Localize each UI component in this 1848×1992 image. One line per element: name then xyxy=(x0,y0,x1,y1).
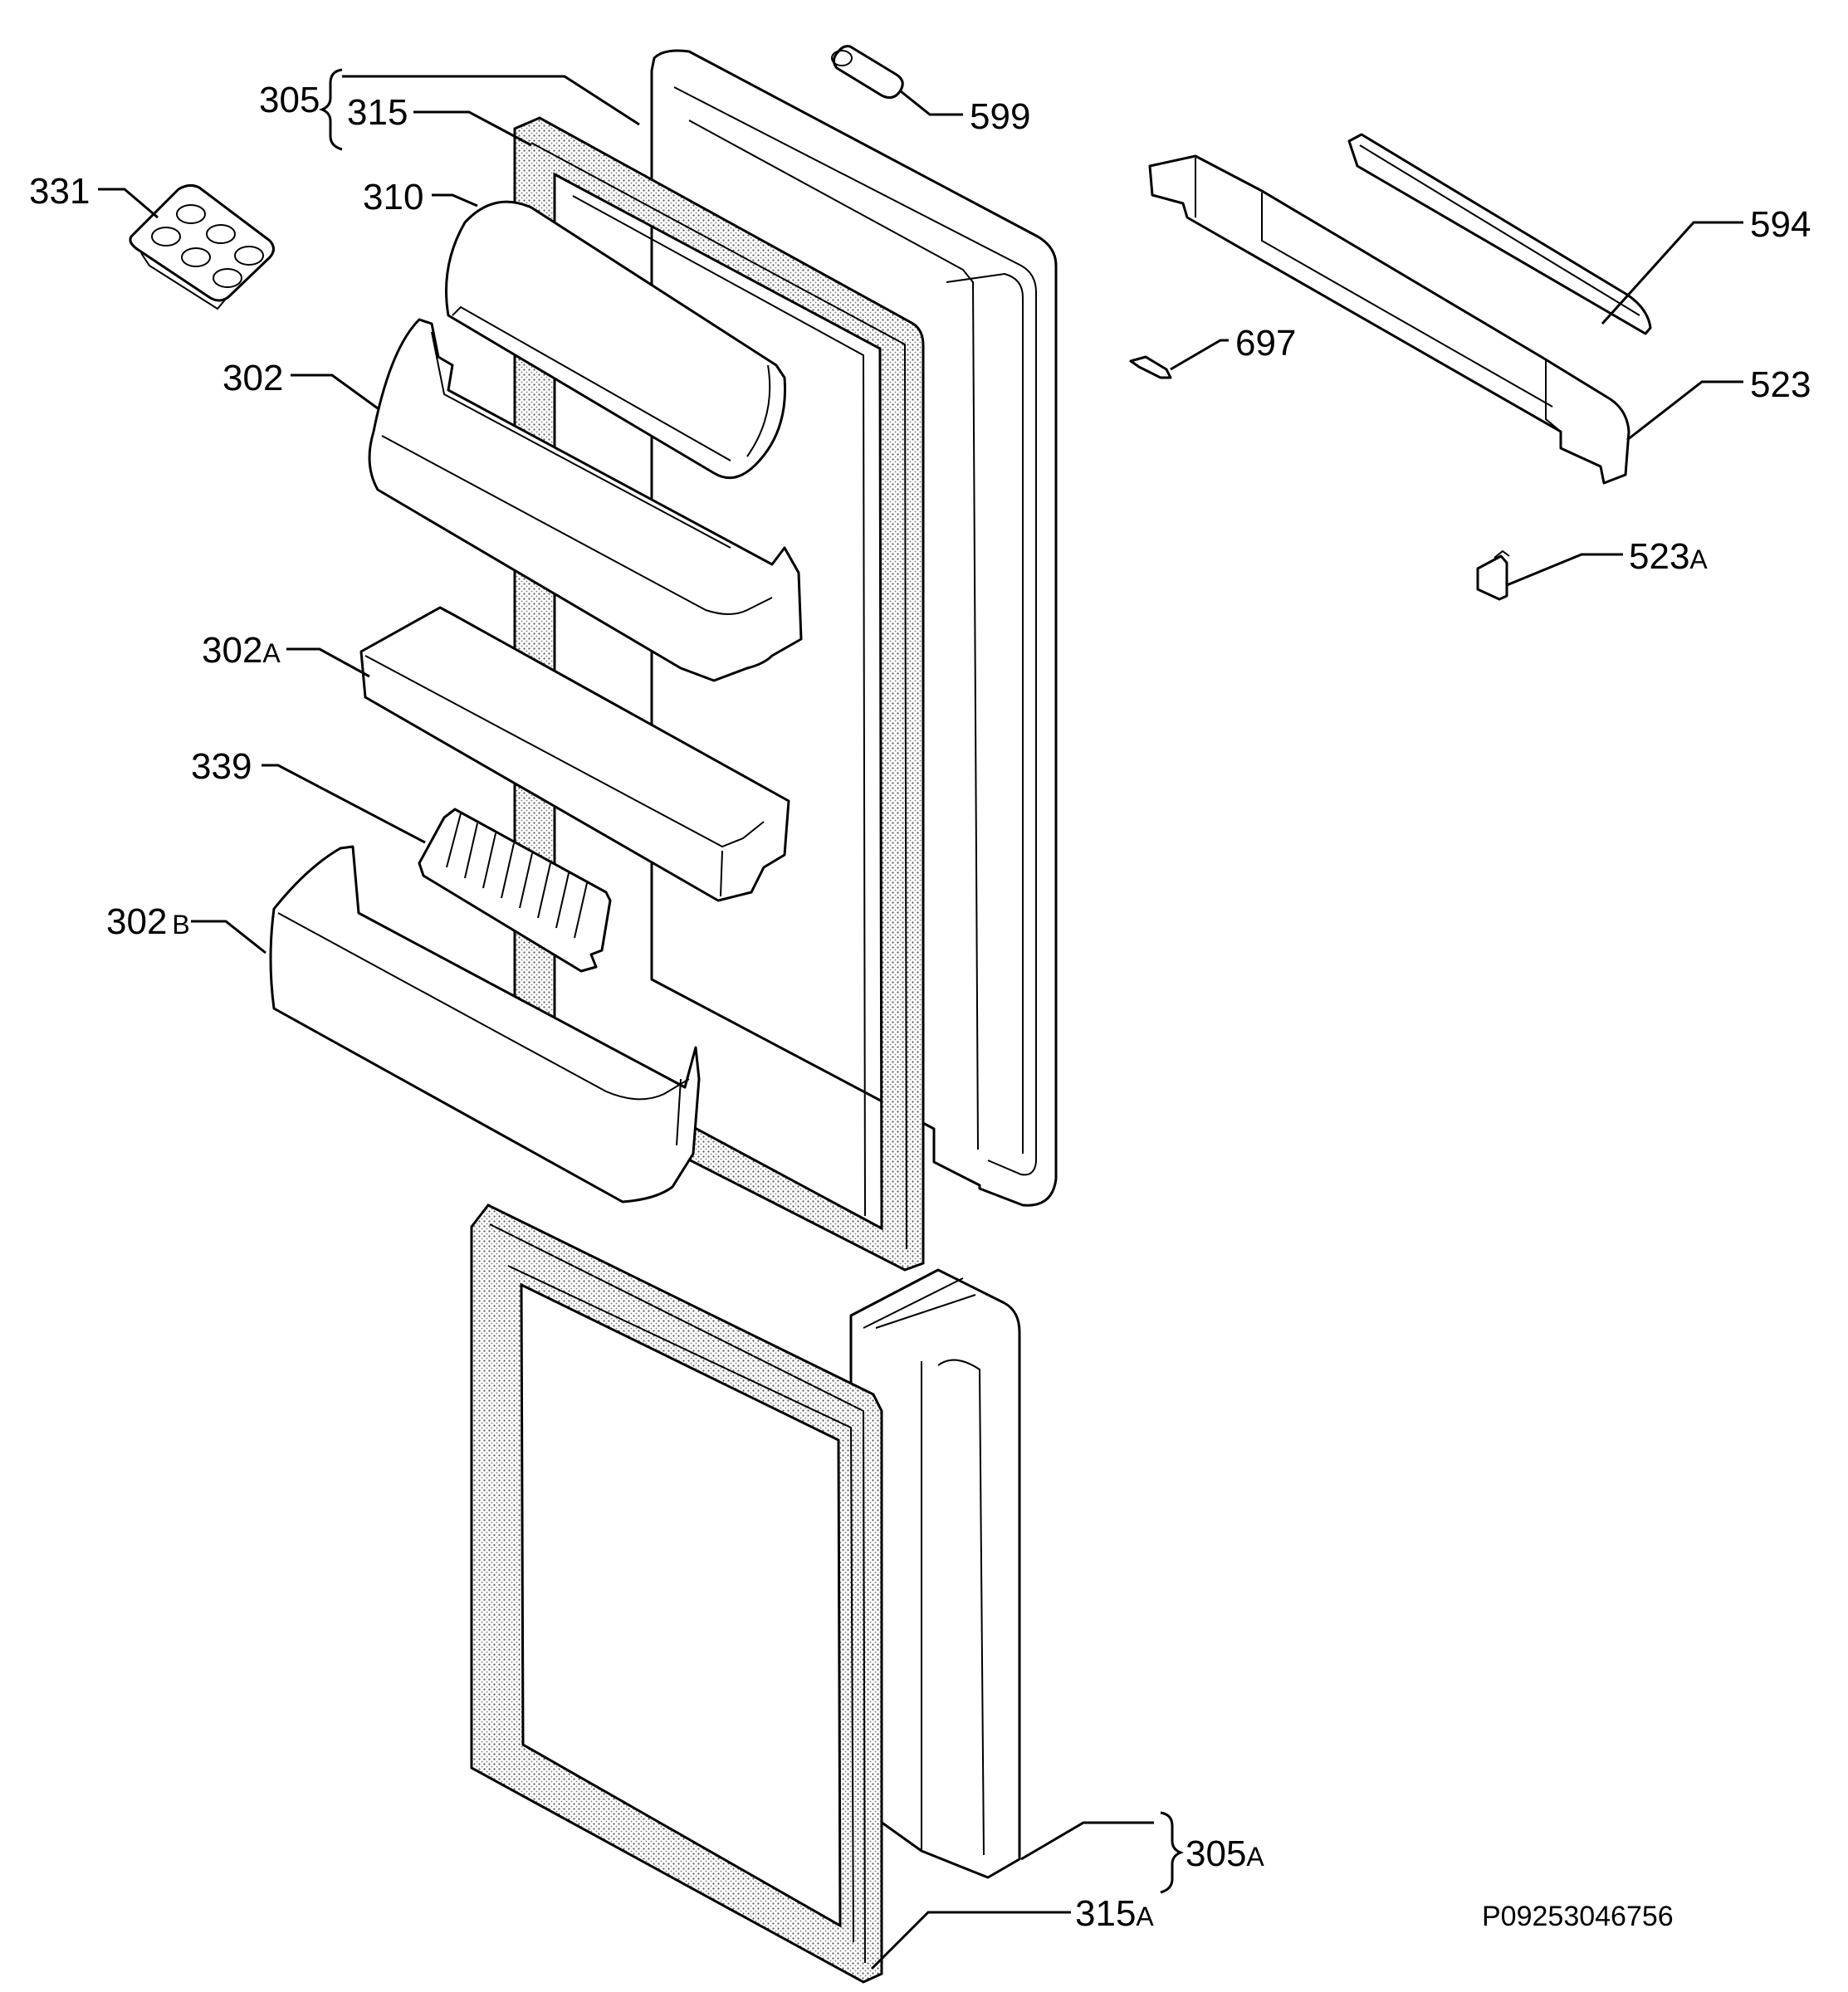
egg-tray-331 xyxy=(129,183,275,310)
label-599: 599 xyxy=(970,96,1030,137)
label-331: 331 xyxy=(29,171,90,212)
clip-697 xyxy=(1129,355,1172,379)
lower-door-gasket xyxy=(470,1204,883,1984)
label-339: 339 xyxy=(191,746,252,787)
diagram-code: P09253046756 xyxy=(1482,1901,1674,1932)
label-594: 594 xyxy=(1750,204,1811,245)
label-315A: 315A xyxy=(1075,1893,1154,1934)
lower-door-panel xyxy=(849,1268,1021,1879)
label-305: 305 xyxy=(259,80,320,120)
cap-part-599 xyxy=(831,45,904,100)
door-shelf-302A xyxy=(359,606,790,902)
label-697: 697 xyxy=(1235,323,1296,364)
end-cap-523A xyxy=(1476,549,1510,601)
dairy-compartment-310 xyxy=(445,200,787,480)
brace-305A xyxy=(1160,1811,1185,1894)
label-302A: 302A xyxy=(202,630,281,671)
upper-door-panel xyxy=(650,49,1058,1207)
door-handle-bar-523 xyxy=(1148,154,1630,485)
leader-lines xyxy=(98,75,1743,1970)
label-315: 315 xyxy=(347,92,408,133)
label-302: 302 xyxy=(222,358,283,398)
door-shelf-302 xyxy=(368,318,803,682)
brace-305 xyxy=(318,68,343,151)
bottle-holder-339 xyxy=(418,808,612,973)
label-305A: 305A xyxy=(1186,1833,1264,1874)
door-shelf-302B xyxy=(269,845,701,1204)
label-523A: 523A xyxy=(1629,536,1708,577)
label-310: 310 xyxy=(363,177,423,217)
label-523: 523 xyxy=(1750,364,1811,405)
